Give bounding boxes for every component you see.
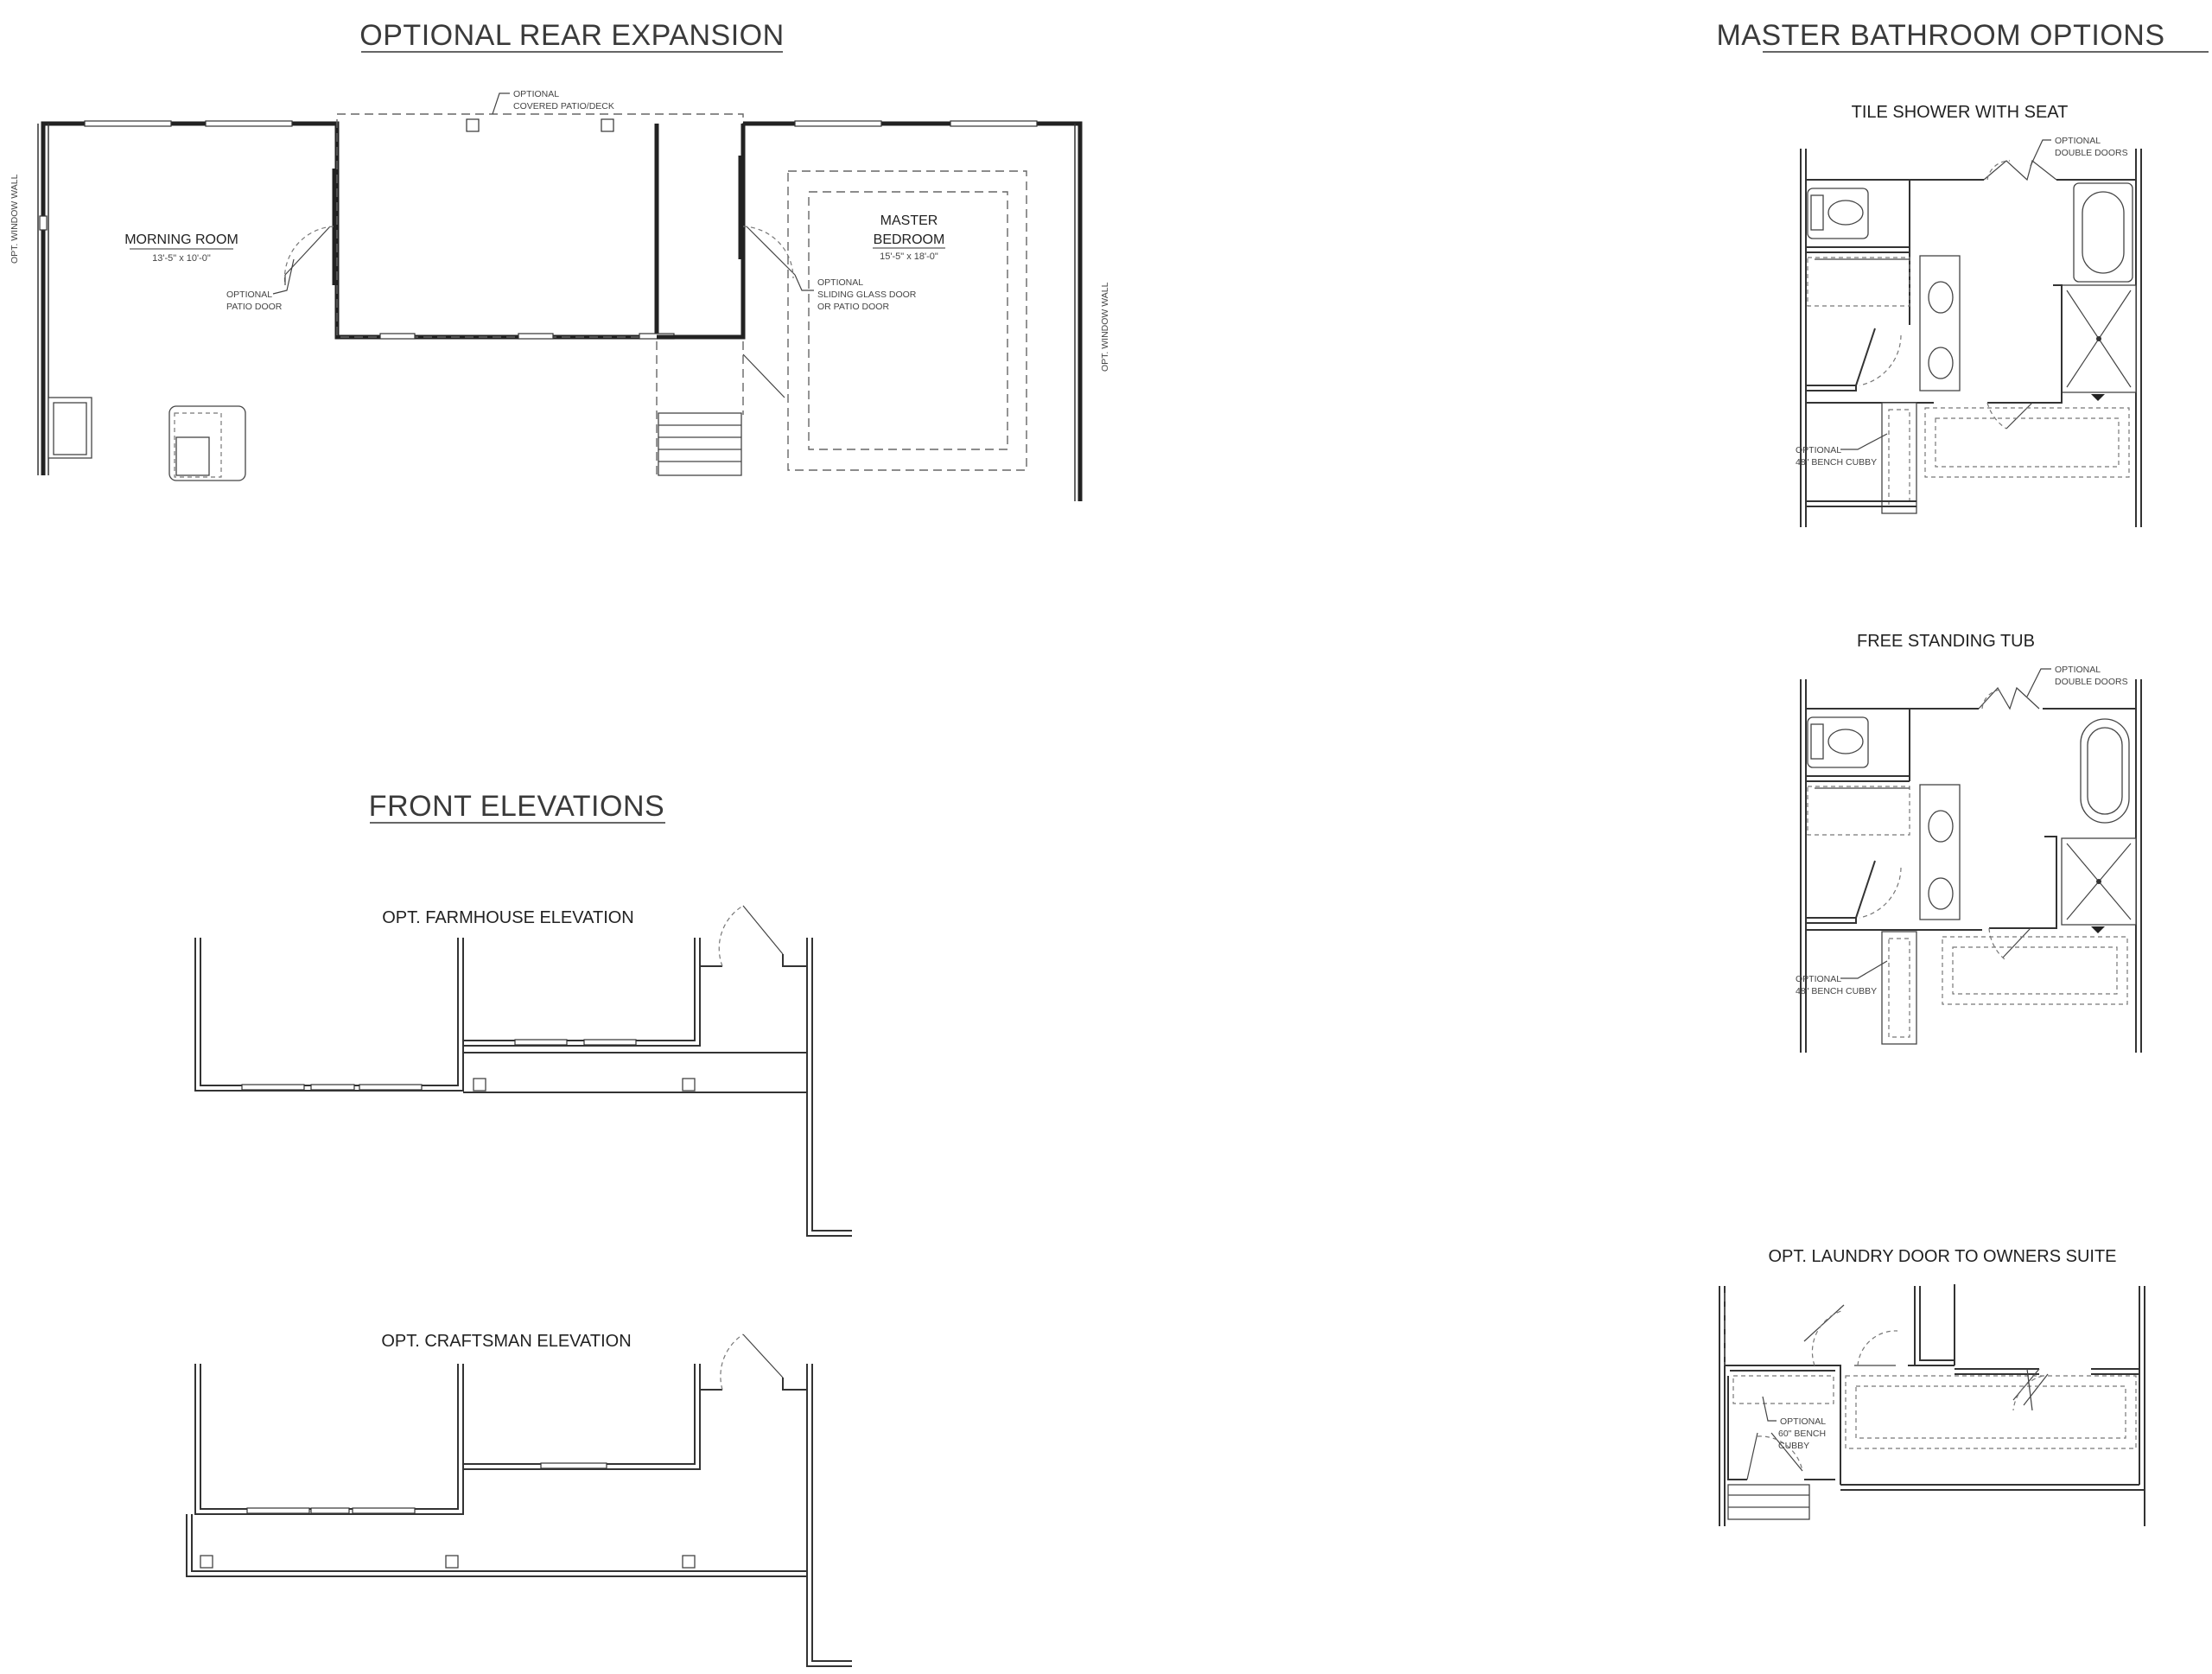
master-bedroom-dims: 15'-5" x 18'-0": [880, 251, 938, 262]
morning-room-dims: 13'-5" x 10'-0": [152, 253, 211, 264]
tile-shower-bench-2: 48" BENCH CUBBY: [1796, 457, 1877, 468]
front-elevations-title: FRONT ELEVATIONS: [369, 790, 664, 823]
laundry-bench-2: 60" BENCH: [1778, 1429, 1826, 1439]
rear-expansion-title: OPTIONAL REAR EXPANSION: [359, 19, 784, 52]
covered-patio-label-1: OPTIONAL: [513, 89, 559, 99]
window-wall-left-label: OPT. WINDOW WALL: [10, 174, 20, 264]
rear-stair: [658, 353, 785, 476]
morning-room-label: MORNING ROOM: [124, 232, 238, 247]
patio-door-label-1: OPTIONAL: [226, 290, 272, 300]
farmhouse-elevation-plan: [194, 905, 852, 1237]
tile-shower-bench-1: OPTIONAL: [1796, 445, 1841, 455]
tile-shower-double-doors-2: DOUBLE DOORS: [2055, 148, 2128, 158]
covered-patio-label-2: COVERED PATIO/DECK: [513, 101, 614, 111]
free-tub-bench-1: OPTIONAL: [1796, 974, 1841, 984]
master-bath-title: MASTER BATHROOM OPTIONS: [1716, 19, 2164, 52]
laundry-plan: [1719, 1284, 2145, 1526]
tile-shower-title: TILE SHOWER WITH SEAT: [1852, 103, 2069, 122]
free-tub-double-doors-2: DOUBLE DOORS: [2055, 677, 2128, 687]
tile-shower-double-doors-1: OPTIONAL: [2055, 136, 2101, 146]
craftsman-elevation-label: OPT. CRAFTSMAN ELEVATION: [381, 1332, 631, 1351]
farmhouse-elevation-label: OPT. FARMHOUSE ELEVATION: [382, 908, 634, 927]
craftsman-elevation-plan: [186, 1333, 852, 1667]
rear-expansion-section: OPTIONAL REAR EXPANSION MORNING ROOM 13'…: [10, 19, 1110, 501]
master-bedroom-plan: [738, 120, 1083, 501]
sliding-door-label-2: SLIDING GLASS DOOR: [817, 290, 917, 300]
master-bedroom-label-2: BEDROOM: [874, 232, 945, 247]
patio-door-label-2: PATIO DOOR: [226, 302, 283, 312]
laundry-bench-3: CUBBY: [1778, 1441, 1809, 1451]
morning-room-plan: [37, 120, 659, 481]
free-tub-title: FREE STANDING TUB: [1857, 632, 2035, 651]
tile-shower-plan: [1800, 149, 2142, 527]
free-tub-bench-2: 48" BENCH CUBBY: [1796, 986, 1877, 996]
master-bedroom-label-1: MASTER: [880, 213, 938, 228]
window-wall-right-label: OPT. WINDOW WALL: [1100, 282, 1110, 372]
laundry-bench-1: OPTIONAL: [1780, 1416, 1826, 1427]
sliding-door-label-3: OR PATIO DOOR: [817, 302, 889, 312]
front-elevations-section: FRONT ELEVATIONS OPT. FARMHOUSE ELEVATIO…: [186, 790, 852, 1667]
master-bath-section: MASTER BATHROOM OPTIONS TILE SHOWER WITH…: [1716, 19, 2209, 1526]
laundry-title: OPT. LAUNDRY DOOR TO OWNERS SUITE: [1768, 1247, 2116, 1266]
sliding-door-label-1: OPTIONAL: [817, 277, 863, 288]
free-tub-double-doors-1: OPTIONAL: [2055, 665, 2101, 675]
covered-patio-plan: [336, 113, 746, 475]
free-tub-plan: [1800, 679, 2142, 1053]
